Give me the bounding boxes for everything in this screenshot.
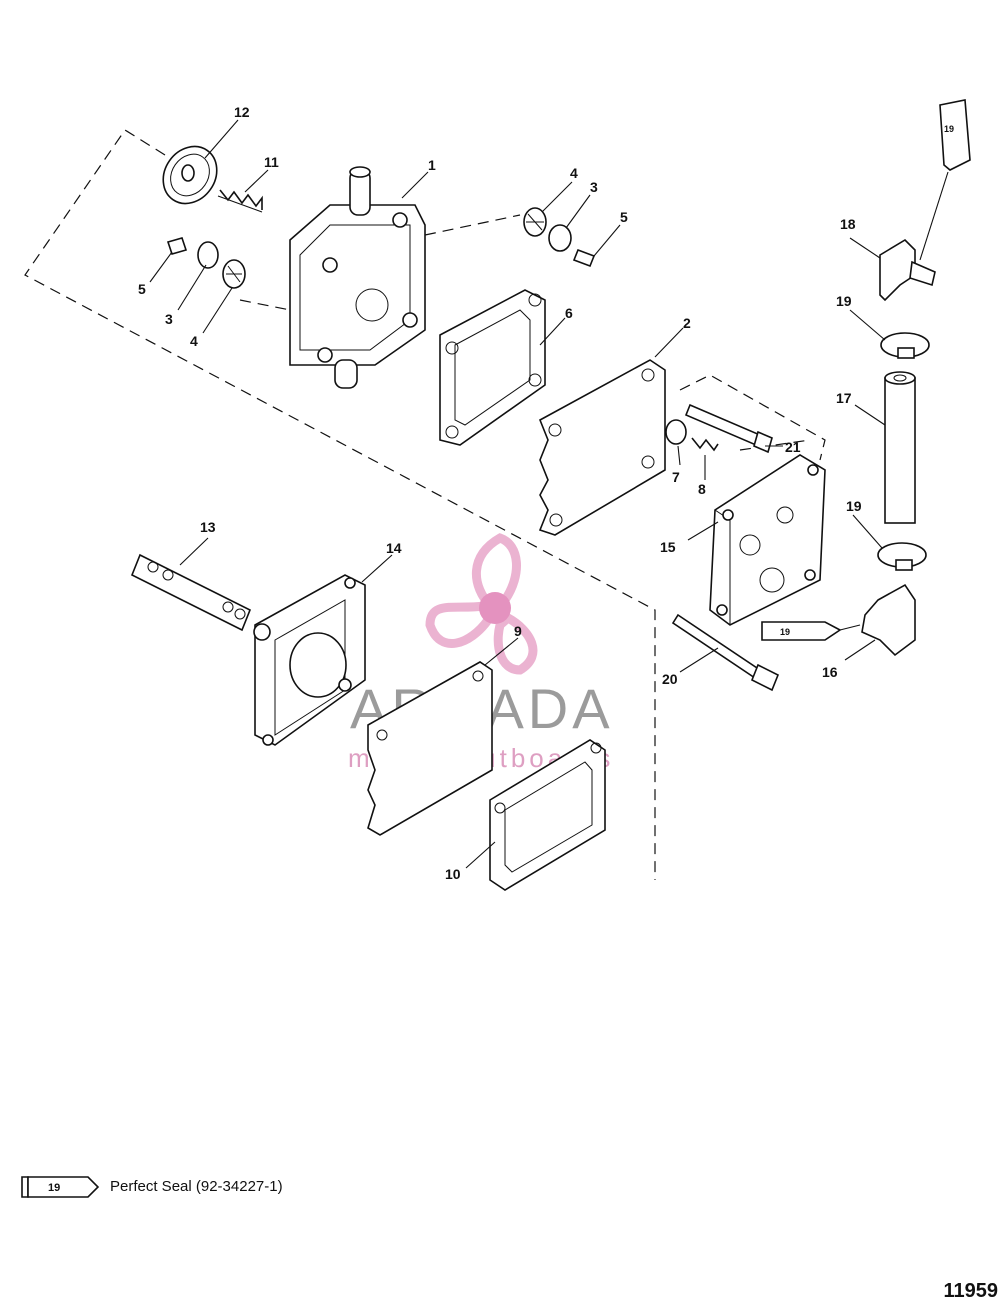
propeller-hub xyxy=(479,592,511,624)
callout-18: 18 xyxy=(840,216,856,232)
part-16-elbow xyxy=(861,583,916,657)
dashed-assembly-lines xyxy=(24,129,826,880)
part-17-hose xyxy=(884,371,916,524)
callout-1: 1 xyxy=(428,157,436,173)
part-20-screw xyxy=(671,613,780,692)
parts-3-4-5-right xyxy=(523,207,596,268)
callout-5-right: 5 xyxy=(620,209,628,225)
callout-13: 13 xyxy=(200,519,216,535)
part-13-link-bar xyxy=(130,553,252,632)
callout-17: 17 xyxy=(836,390,852,406)
leader-lines xyxy=(149,119,886,869)
callout-10: 10 xyxy=(445,866,461,882)
callout-19-upper: 19 xyxy=(836,293,852,309)
part-1-pump-body xyxy=(289,166,426,389)
callout-9: 9 xyxy=(514,623,522,639)
legend-tube-label: 19 xyxy=(48,1182,60,1194)
part-10-gasket xyxy=(489,739,606,891)
part-11-spring xyxy=(217,189,263,213)
part-18-elbow xyxy=(879,238,936,302)
callout-11: 11 xyxy=(264,154,279,170)
part-2-diaphragm xyxy=(538,359,666,536)
propeller-blade-right xyxy=(493,612,538,675)
part-9-gasket xyxy=(367,661,493,836)
callout-7: 7 xyxy=(672,469,680,485)
callout-21: 21 xyxy=(785,439,801,455)
part-15-check-valve-body xyxy=(709,454,826,626)
part-6-gasket xyxy=(439,289,546,446)
part-19-clamp-lower xyxy=(877,542,927,571)
sealant-tube-lower: 19 xyxy=(761,621,861,641)
part-12-cap xyxy=(162,145,218,205)
callout-3-right: 3 xyxy=(590,179,598,195)
callout-labels: 12 11 1 4 3 5 5 3 4 6 2 7 8 21 15 13 14 … xyxy=(138,104,862,882)
callout-5-left: 5 xyxy=(138,281,146,297)
tube-label-top: 19 xyxy=(944,124,954,134)
part-19-clamp-upper xyxy=(880,332,930,359)
callout-4-right: 4 xyxy=(570,165,578,181)
callout-3-left: 3 xyxy=(165,311,173,327)
callout-20: 20 xyxy=(662,671,678,687)
legend-text: Perfect Seal (92-34227-1) xyxy=(110,1178,283,1195)
callout-14: 14 xyxy=(386,540,402,556)
callout-6: 6 xyxy=(565,305,573,321)
callout-15: 15 xyxy=(660,539,676,555)
figure-number: 11959 xyxy=(943,1280,998,1302)
callout-12: 12 xyxy=(234,104,250,120)
parts-7-8-21 xyxy=(665,403,773,454)
legend-tube-icon: 19 xyxy=(21,1176,100,1198)
callout-16: 16 xyxy=(822,664,838,680)
callout-19-lower: 19 xyxy=(846,498,862,514)
sealant-tube-top: 19 xyxy=(919,99,971,261)
part-14-cover xyxy=(253,574,366,746)
callout-2: 2 xyxy=(683,315,691,331)
parts-3-4-5-left xyxy=(166,237,246,289)
propeller-blade-top xyxy=(472,533,521,614)
callout-8: 8 xyxy=(698,481,706,497)
callout-4-left: 4 xyxy=(190,333,198,349)
propeller-blade-left xyxy=(425,601,493,648)
tube-label-lower: 19 xyxy=(780,627,790,637)
